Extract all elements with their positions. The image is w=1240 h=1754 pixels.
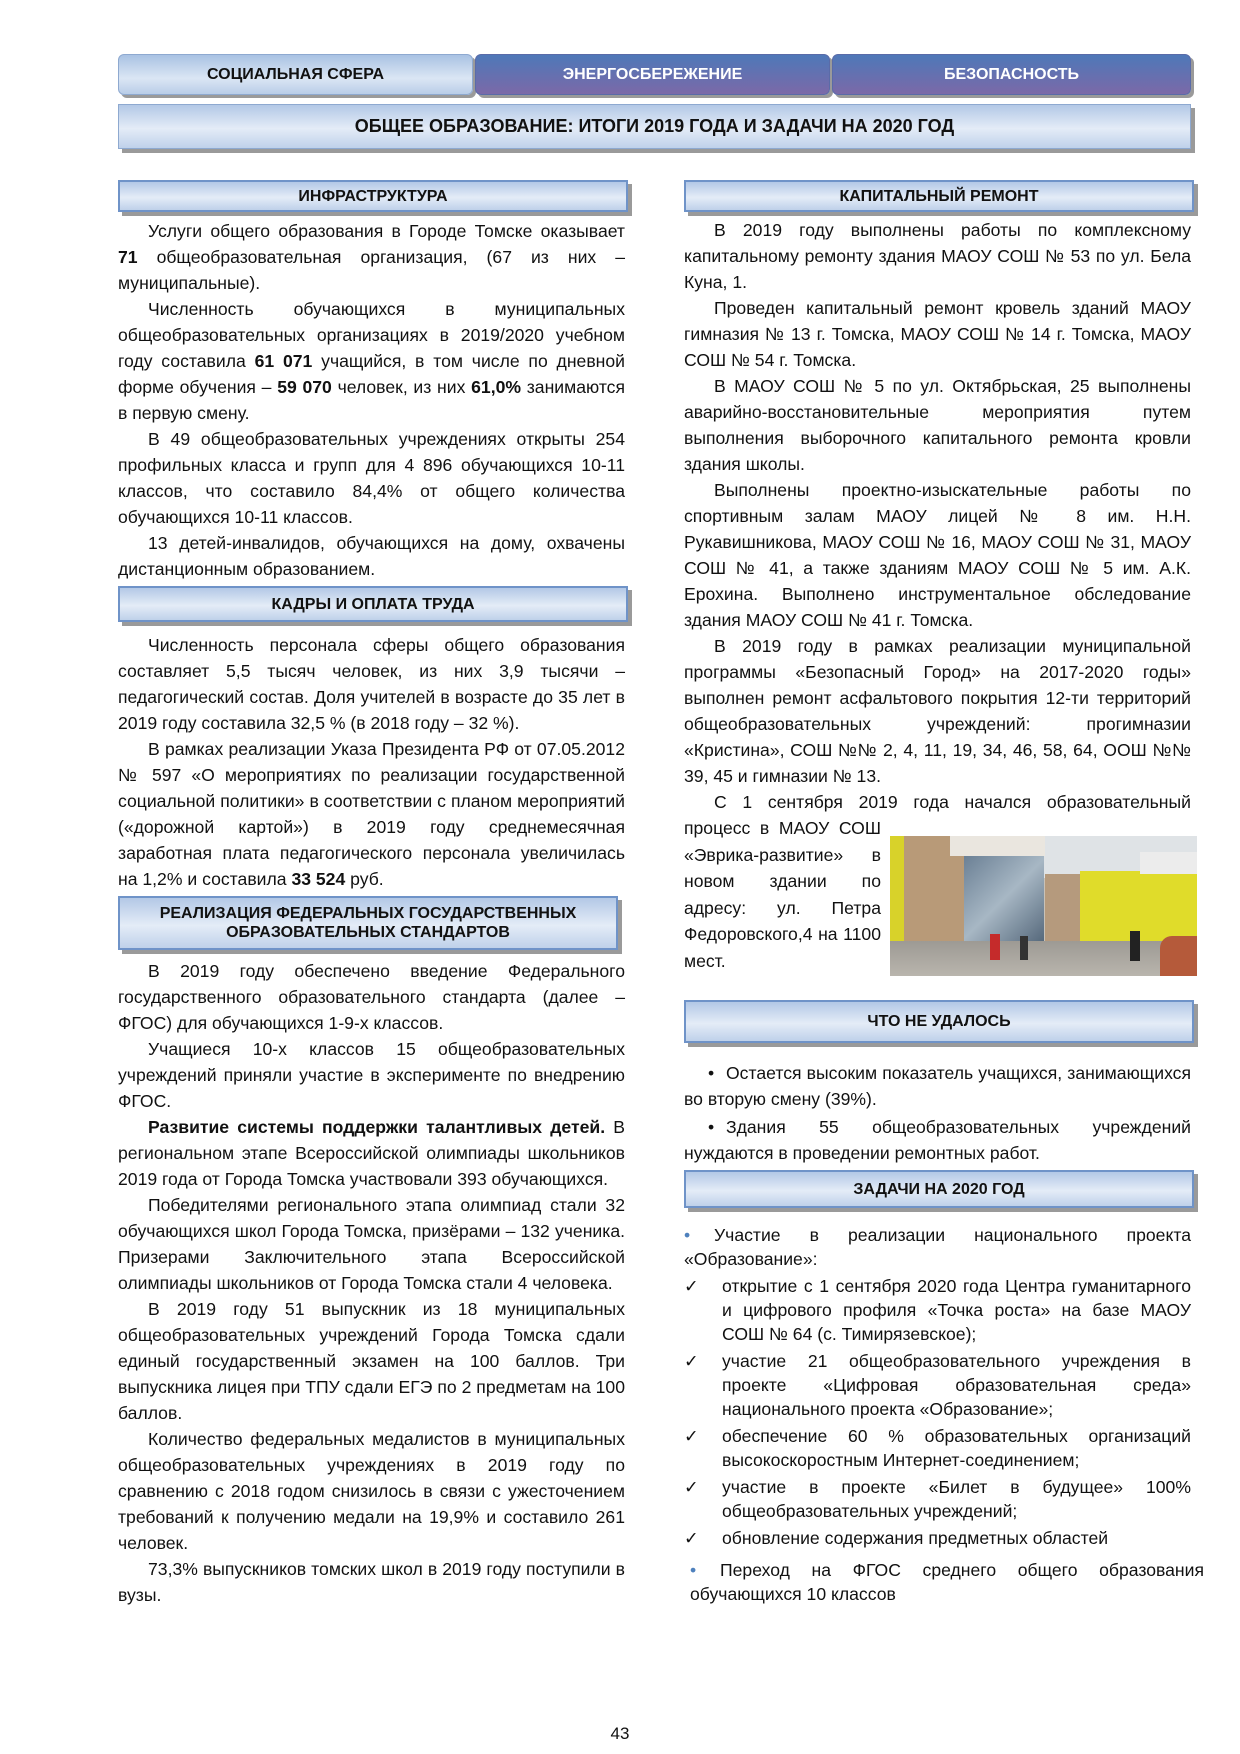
capital-repair-text: В 2019 году выполнены работы по комплекс…: [684, 220, 1191, 812]
checkmark-icon: ✓: [684, 1426, 699, 1446]
section-header-tasks-2020: ЗАДАЧИ НА 2020 ГОД: [684, 1170, 1194, 1208]
failures-list: •Остается высоким показатель учащихся, з…: [684, 1060, 1191, 1166]
section-header-fgos: РЕАЛИЗАЦИЯ ФЕДЕРАЛЬНЫХ ГОСУДАРСТВЕННЫХ О…: [118, 896, 618, 950]
bullet-icon: •: [708, 1117, 715, 1137]
tab-security[interactable]: БЕЗОПАСНОСТЬ: [832, 54, 1191, 95]
infrastructure-text: Услуги общего образования в Городе Томск…: [118, 221, 626, 579]
fgos-text: В 2019 году обеспечено введение Федераль…: [118, 961, 626, 1605]
tab-energy-saving[interactable]: ЭНЕРГОСБЕРЕЖЕНИЕ: [475, 54, 830, 95]
page-number: 43: [610, 1724, 630, 1743]
page-title: ОБЩЕЕ ОБРАЗОВАНИЕ: ИТОГИ 2019 ГОДА И ЗАД…: [118, 104, 1191, 149]
new-school-text: процесс в МАОУ СОШ «Эврика-развитие» в н…: [684, 818, 881, 971]
checkmark-icon: ✓: [684, 1351, 699, 1371]
staff-text: Численность персонала сферы общего образ…: [118, 635, 625, 889]
section-header-staff: КАДРЫ И ОПЛАТА ТРУДА: [118, 586, 628, 622]
section-header-failures: ЧТО НЕ УДАЛОСЬ: [684, 1000, 1194, 1043]
bullet-icon: •: [690, 1560, 697, 1580]
tasks-list: •Участие в реализации национального прое…: [684, 1225, 1204, 1604]
checkmark-icon: ✓: [684, 1276, 699, 1296]
school-building-photo: [890, 836, 1197, 976]
section-header-capital-repair: КАПИТАЛЬНЫЙ РЕМОНТ: [684, 180, 1194, 212]
tab-social-sphere[interactable]: СОЦИАЛЬНАЯ СФЕРА: [118, 54, 473, 95]
bullet-icon: •: [684, 1225, 691, 1245]
bullet-icon: •: [708, 1063, 715, 1083]
checkmark-icon: ✓: [684, 1477, 699, 1497]
checkmark-icon: ✓: [684, 1528, 699, 1548]
section-header-infrastructure: ИНФРАСТРУКТУРА: [118, 180, 628, 212]
